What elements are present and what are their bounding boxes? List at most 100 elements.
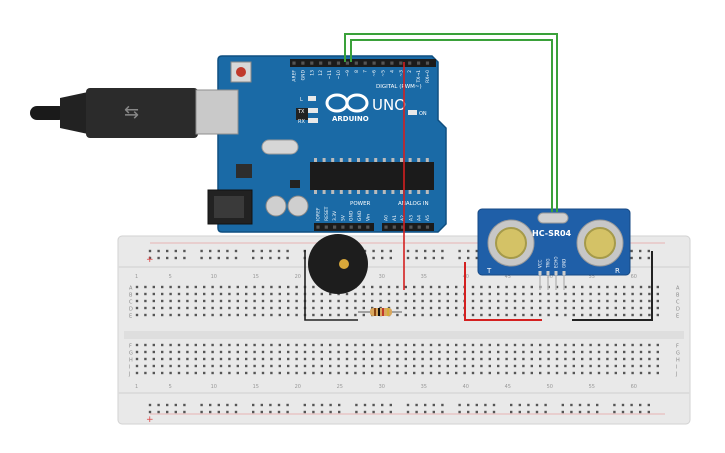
breadboard-hole[interactable] xyxy=(270,299,273,303)
breadboard-hole[interactable] xyxy=(547,343,550,347)
breadboard-hole[interactable] xyxy=(530,364,533,368)
breadboard-hole[interactable] xyxy=(639,306,643,310)
breadboard-hole[interactable] xyxy=(211,371,214,375)
breadboard-hole[interactable] xyxy=(329,350,332,354)
breadboard-hole[interactable] xyxy=(429,371,433,375)
breadboard-hole[interactable] xyxy=(329,343,332,347)
breadboard-hole[interactable] xyxy=(186,364,189,368)
breadboard-hole[interactable] xyxy=(379,364,382,368)
breadboard-hole[interactable] xyxy=(329,299,332,303)
breadboard-hole[interactable] xyxy=(152,285,155,289)
breadboard-hole[interactable] xyxy=(295,371,298,375)
breadboard-hole[interactable] xyxy=(303,357,307,361)
breadboard-hole[interactable] xyxy=(161,350,164,354)
breadboard-hole[interactable] xyxy=(421,306,424,310)
rail-hole[interactable] xyxy=(492,403,496,407)
breadboard-hole[interactable] xyxy=(329,357,332,361)
breadboard-hole[interactable] xyxy=(438,371,441,375)
breadboard-hole[interactable] xyxy=(396,313,399,317)
digital-pin-hole[interactable] xyxy=(301,61,305,65)
breadboard-hole[interactable] xyxy=(505,306,508,310)
rail-hole[interactable] xyxy=(458,256,461,260)
breadboard-hole[interactable] xyxy=(413,350,416,354)
breadboard-hole[interactable] xyxy=(169,350,172,354)
breadboard-hole[interactable] xyxy=(387,343,391,347)
rail-hole[interactable] xyxy=(200,249,203,253)
breadboard-hole[interactable] xyxy=(656,364,659,368)
rail-hole[interactable] xyxy=(209,410,212,414)
breadboard-hole[interactable] xyxy=(186,285,189,289)
breadboard-hole[interactable] xyxy=(572,350,575,354)
breadboard-hole[interactable] xyxy=(177,364,181,368)
rail-hole[interactable] xyxy=(389,256,392,260)
rail-hole[interactable] xyxy=(269,249,272,253)
breadboard-hole[interactable] xyxy=(354,343,357,347)
breadboard-hole[interactable] xyxy=(429,364,433,368)
breadboard-hole[interactable] xyxy=(312,371,315,375)
breadboard-hole[interactable] xyxy=(429,343,433,347)
rail-hole[interactable] xyxy=(570,403,573,407)
breadboard-hole[interactable] xyxy=(287,285,290,289)
breadboard-hole[interactable] xyxy=(312,343,315,347)
breadboard-hole[interactable] xyxy=(236,313,239,317)
rail-hole[interactable] xyxy=(252,410,255,414)
breadboard-hole[interactable] xyxy=(471,357,475,361)
breadboard-hole[interactable] xyxy=(144,364,147,368)
breadboard-hole[interactable] xyxy=(295,292,298,296)
breadboard-hole[interactable] xyxy=(413,364,416,368)
breadboard-hole[interactable] xyxy=(606,364,609,368)
rail-hole[interactable] xyxy=(432,403,435,407)
breadboard-hole[interactable] xyxy=(606,357,609,361)
breadboard-hole[interactable] xyxy=(228,285,231,289)
breadboard-hole[interactable] xyxy=(631,357,634,361)
breadboard-hole[interactable] xyxy=(186,313,189,317)
breadboard-hole[interactable] xyxy=(480,299,483,303)
piezo-buzzer[interactable] xyxy=(308,234,368,294)
breadboard-hole[interactable] xyxy=(261,285,265,289)
rail-hole[interactable] xyxy=(381,410,384,414)
breadboard-hole[interactable] xyxy=(488,350,491,354)
breadboard-hole[interactable] xyxy=(623,299,626,303)
rail-hole[interactable] xyxy=(596,410,599,414)
breadboard-hole[interactable] xyxy=(597,343,601,347)
breadboard-hole[interactable] xyxy=(211,299,214,303)
rail-hole[interactable] xyxy=(286,403,289,407)
breadboard-hole[interactable] xyxy=(480,306,483,310)
breadboard-hole[interactable] xyxy=(203,292,206,296)
sensor-pin[interactable] xyxy=(538,271,542,275)
breadboard-hole[interactable] xyxy=(194,292,197,296)
breadboard-hole[interactable] xyxy=(152,350,155,354)
breadboard-hole[interactable] xyxy=(547,306,550,310)
breadboard-hole[interactable] xyxy=(379,371,382,375)
breadboard-hole[interactable] xyxy=(278,343,281,347)
breadboard-hole[interactable] xyxy=(656,357,659,361)
digital-pin-hole[interactable] xyxy=(336,61,341,65)
breadboard-hole[interactable] xyxy=(488,313,491,317)
breadboard-hole[interactable] xyxy=(480,364,483,368)
breadboard-hole[interactable] xyxy=(555,285,559,289)
breadboard-hole[interactable] xyxy=(547,364,550,368)
rail-hole[interactable] xyxy=(406,249,410,253)
breadboard-hole[interactable] xyxy=(362,292,365,296)
breadboard-hole[interactable] xyxy=(152,343,155,347)
rail-hole[interactable] xyxy=(475,403,478,407)
breadboard-hole[interactable] xyxy=(186,371,189,375)
breadboard-hole[interactable] xyxy=(480,292,483,296)
breadboard-hole[interactable] xyxy=(446,299,449,303)
breadboard-hole[interactable] xyxy=(186,350,189,354)
breadboard-hole[interactable] xyxy=(429,299,433,303)
breadboard-hole[interactable] xyxy=(539,364,542,368)
breadboard-hole[interactable] xyxy=(253,343,256,347)
breadboard-hole[interactable] xyxy=(413,299,416,303)
rail-hole[interactable] xyxy=(484,403,487,407)
breadboard-hole[interactable] xyxy=(455,357,458,361)
rail-hole[interactable] xyxy=(578,410,582,414)
breadboard-hole[interactable] xyxy=(455,292,458,296)
rail-hole[interactable] xyxy=(226,403,229,407)
rail-hole[interactable] xyxy=(475,256,478,260)
breadboard-hole[interactable] xyxy=(354,371,357,375)
breadboard-hole[interactable] xyxy=(505,343,508,347)
breadboard-hole[interactable] xyxy=(471,343,475,347)
analog-pin-hole[interactable] xyxy=(417,225,421,229)
breadboard-hole[interactable] xyxy=(177,292,181,296)
